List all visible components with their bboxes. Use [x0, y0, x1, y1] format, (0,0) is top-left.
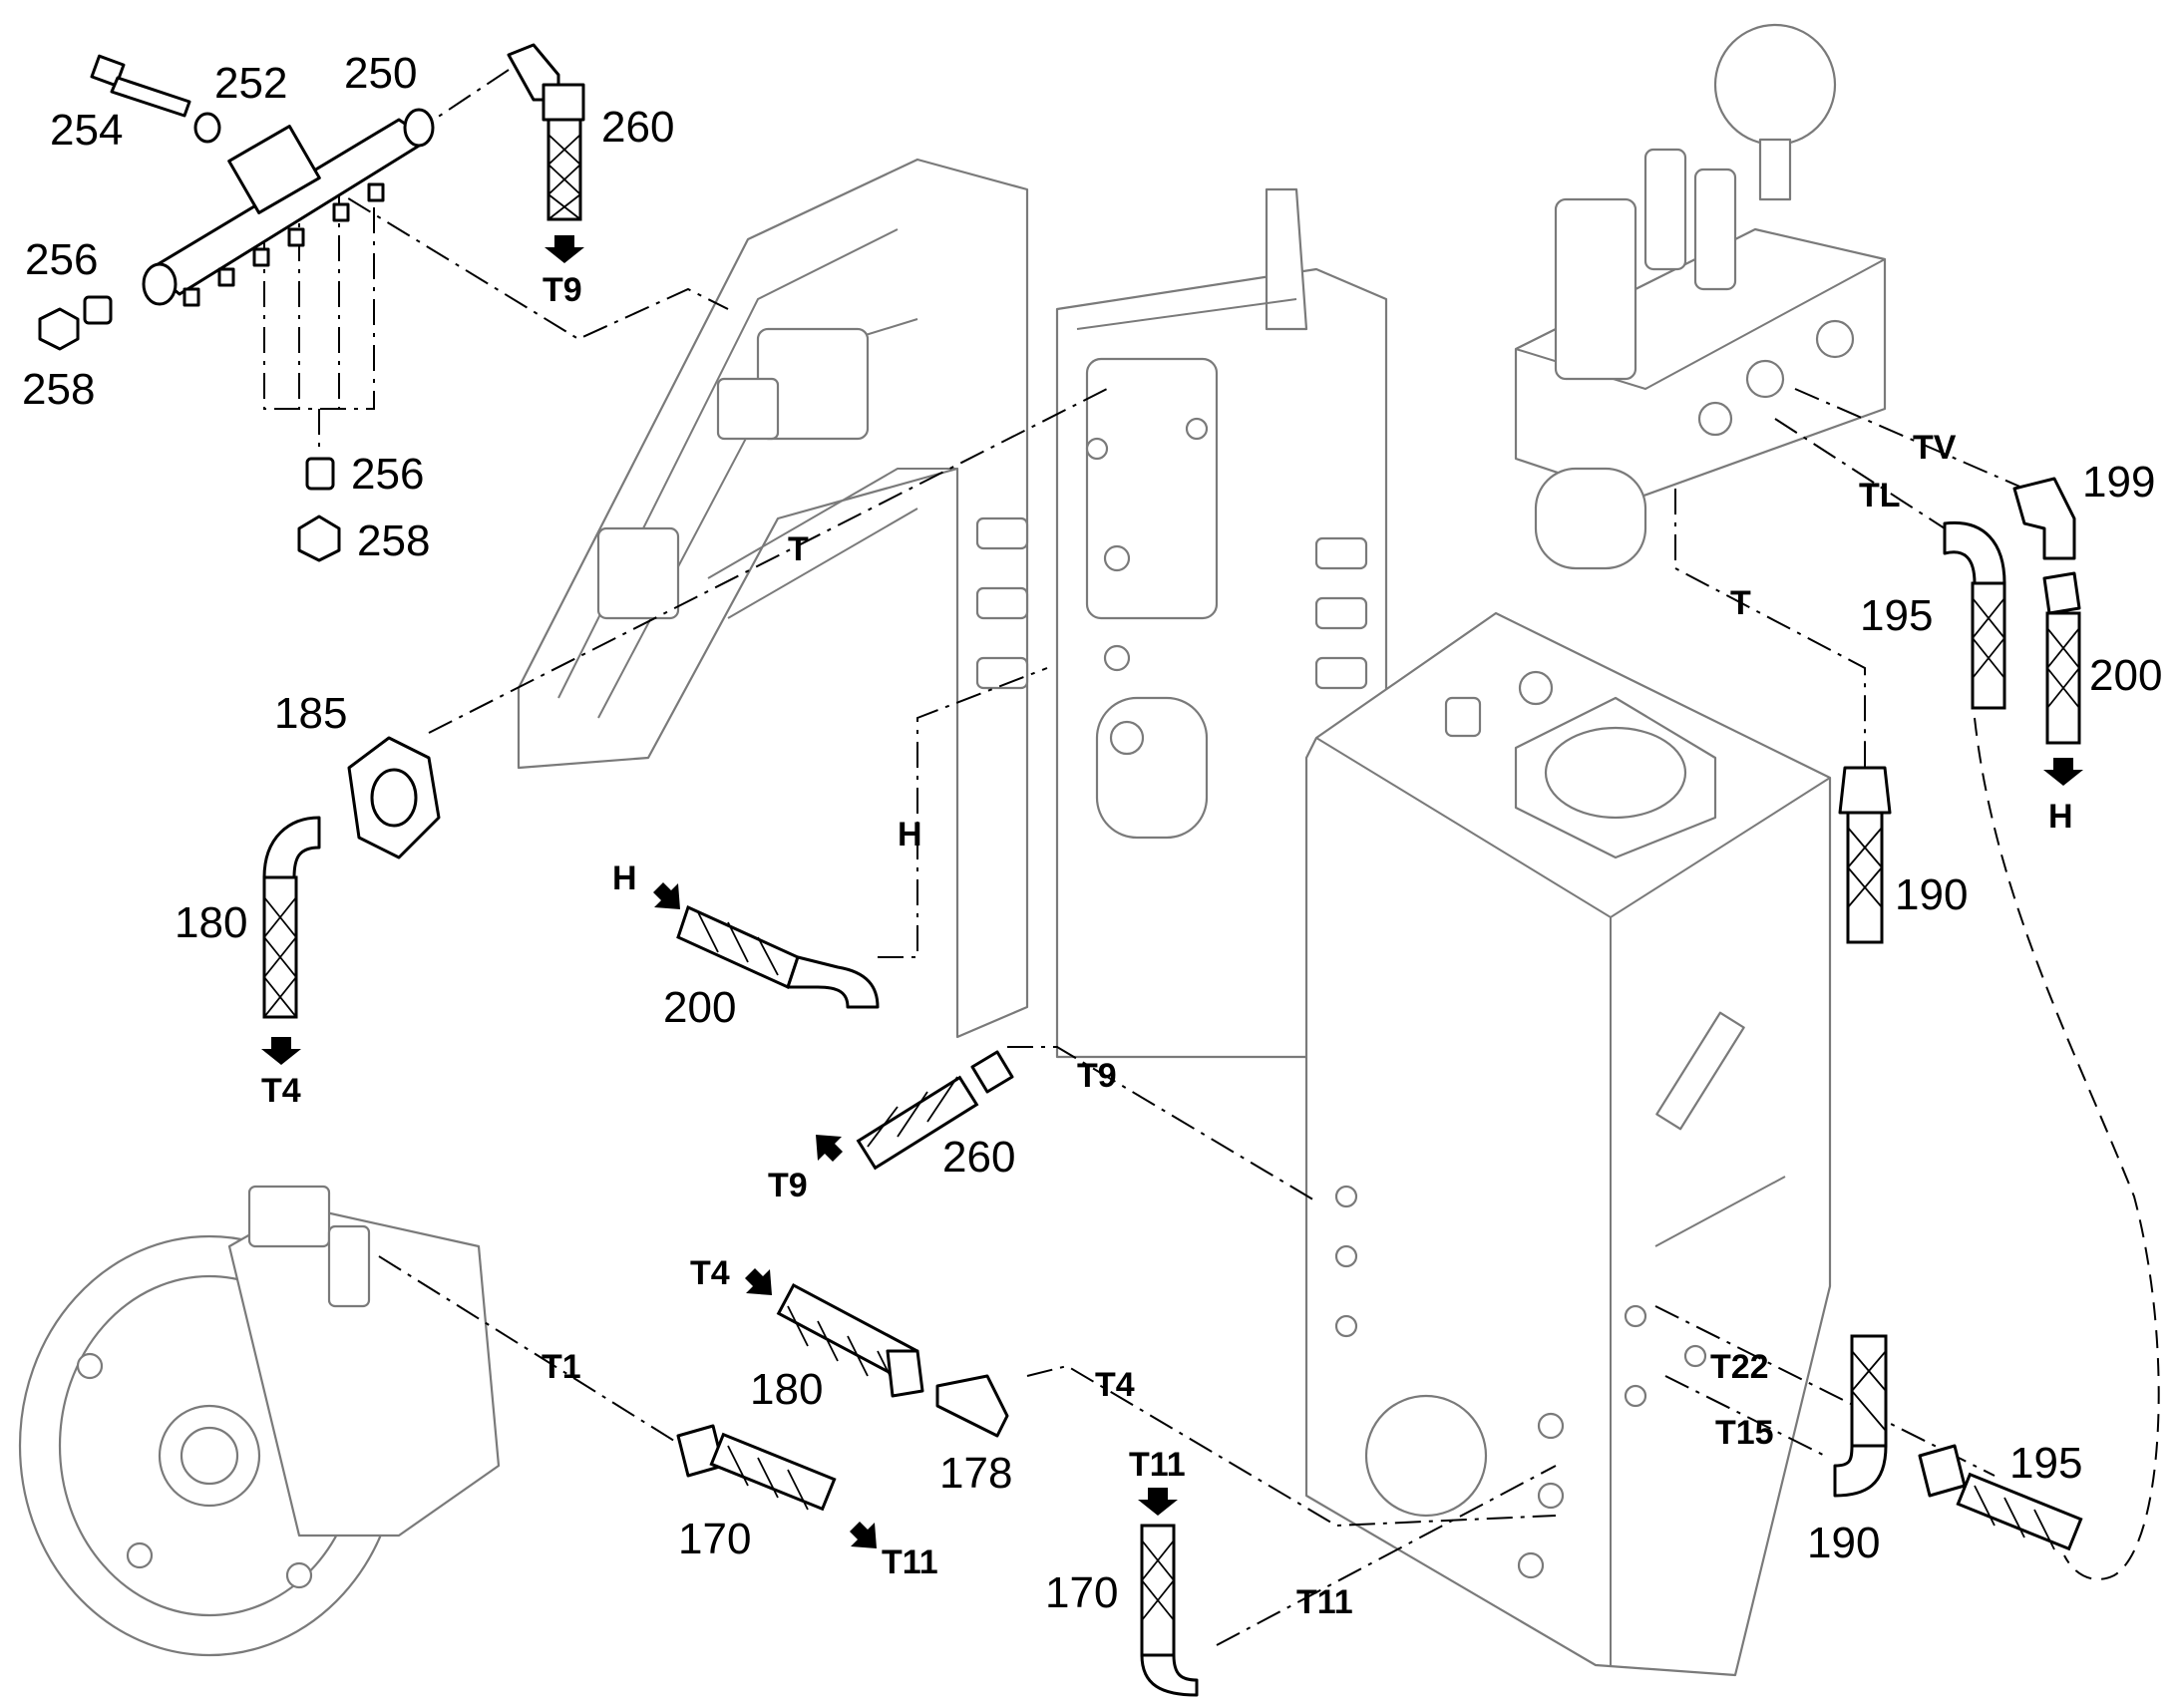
arrow-T4-bot: [745, 1268, 772, 1295]
part-number-180-bottom: 180: [750, 1365, 823, 1414]
dashed-return-line: [1974, 717, 2160, 1580]
adapter-199: [2012, 477, 2076, 560]
part-number-250: 250: [344, 49, 417, 98]
label-T-mid: T: [788, 530, 809, 568]
elbow-178: [935, 1374, 1009, 1438]
hose-195-top: [1943, 520, 2006, 710]
label-T4-left: T4: [261, 1072, 301, 1110]
label-T4-arrow: T4: [690, 1254, 730, 1292]
arrow-T9-top: [545, 235, 584, 263]
leader-H: [878, 667, 1048, 958]
label-T9-arrow: T9: [768, 1167, 808, 1204]
oil-tank: [1304, 611, 1832, 1677]
valve-manifold: [1514, 23, 1887, 570]
part-number-200-mid: 200: [663, 983, 736, 1032]
leader-T11: [1216, 1465, 1557, 1646]
hose-200-right: [2042, 571, 2081, 745]
leader-T-right: [1674, 489, 1866, 768]
part-number-258-lower: 258: [357, 516, 430, 565]
label-T15: T15: [1715, 1414, 1774, 1452]
nut-258-upper: [38, 307, 80, 351]
label-T11-left: T11: [882, 1543, 938, 1581]
frame-bracket: [517, 158, 1029, 1039]
leader-T4: [1026, 1364, 1557, 1528]
leader-T1: [378, 1255, 699, 1457]
hose-190-top: [1838, 766, 1892, 944]
hose-195-bottom: [1918, 1444, 2083, 1551]
label-T4-lead: T4: [1095, 1366, 1135, 1404]
arrow-T9-mid: [816, 1135, 843, 1162]
part-number-256-lower: 256: [351, 450, 424, 499]
hose-180-bottom: [776, 1282, 924, 1398]
hose-260-mid: [856, 1050, 1014, 1171]
leader-manifold-to-frame: [308, 173, 729, 341]
part-number-199: 199: [2082, 458, 2155, 507]
hose-170-left: [676, 1424, 837, 1512]
label-T11-arrow: T11: [1129, 1446, 1186, 1484]
part-number-195-bottom: 195: [2009, 1439, 2082, 1488]
arrow-T11-a: [850, 1522, 877, 1548]
label-T9-lead: T9: [1077, 1057, 1117, 1095]
label-T22: T22: [1710, 1348, 1769, 1386]
hydraulic-pump: [18, 1185, 501, 1657]
label-T9-top: T9: [543, 271, 582, 309]
hose-170-bottom: [1140, 1524, 1199, 1697]
hose-200-mid: [676, 904, 880, 1009]
label-T11-lead: T11: [1296, 1583, 1353, 1621]
leader-260-to-manifold: [418, 69, 510, 131]
label-H-arrow: H: [612, 859, 637, 897]
hose-190-bottom: [1833, 1334, 1888, 1498]
distribution-manifold-250: [142, 108, 435, 307]
part-number-178: 178: [939, 1449, 1012, 1498]
part-number-254: 254: [50, 106, 123, 155]
arrow-T4-left: [261, 1037, 301, 1065]
hose-180-left: [262, 816, 321, 1019]
part-number-200-right: 200: [2089, 651, 2162, 700]
part-number-170-left: 170: [678, 1515, 751, 1563]
plug-256-lower: [305, 457, 335, 491]
leader-T-flange: [428, 388, 1108, 734]
part-number-190-top: 190: [1895, 870, 1968, 919]
part-number-185: 185: [274, 689, 347, 738]
leader-TL: [1774, 418, 1946, 529]
part-number-190-bottom: 190: [1807, 1519, 1880, 1567]
part-number-170-bottom: 170: [1045, 1568, 1118, 1617]
part-number-180-left: 180: [175, 898, 247, 947]
label-TL: TL: [1859, 477, 1901, 514]
part-number-256-upper: 256: [25, 235, 98, 284]
label-H-lead: H: [898, 816, 922, 854]
part-number-260-mid: 260: [942, 1133, 1015, 1182]
arrow-H-right: [2043, 758, 2083, 786]
leader-T9: [1007, 1046, 1317, 1202]
washer-252: [193, 112, 221, 144]
leader-T22: [1654, 1305, 1996, 1477]
part-number-195-top: 195: [1860, 591, 1933, 640]
label-TV: TV: [1913, 429, 1957, 467]
part-number-258-upper: 258: [22, 365, 95, 414]
leader-TV: [1794, 388, 2025, 490]
part-number-260-top: 260: [601, 103, 674, 152]
bolt-254: [90, 54, 191, 118]
arrow-H-mid: [653, 882, 680, 909]
arrow-T11-b: [1138, 1488, 1178, 1516]
flange-185: [347, 736, 441, 859]
hose-260-top: [507, 43, 585, 221]
label-T1: T1: [542, 1348, 581, 1386]
nut-258-lower: [297, 514, 341, 562]
plug-256-upper: [83, 295, 113, 325]
leader-T15: [1664, 1375, 1826, 1457]
part-number-252: 252: [214, 59, 287, 108]
label-H-right: H: [2048, 798, 2073, 836]
label-T-right: T: [1730, 584, 1751, 622]
leader-port-block: [263, 189, 375, 449]
